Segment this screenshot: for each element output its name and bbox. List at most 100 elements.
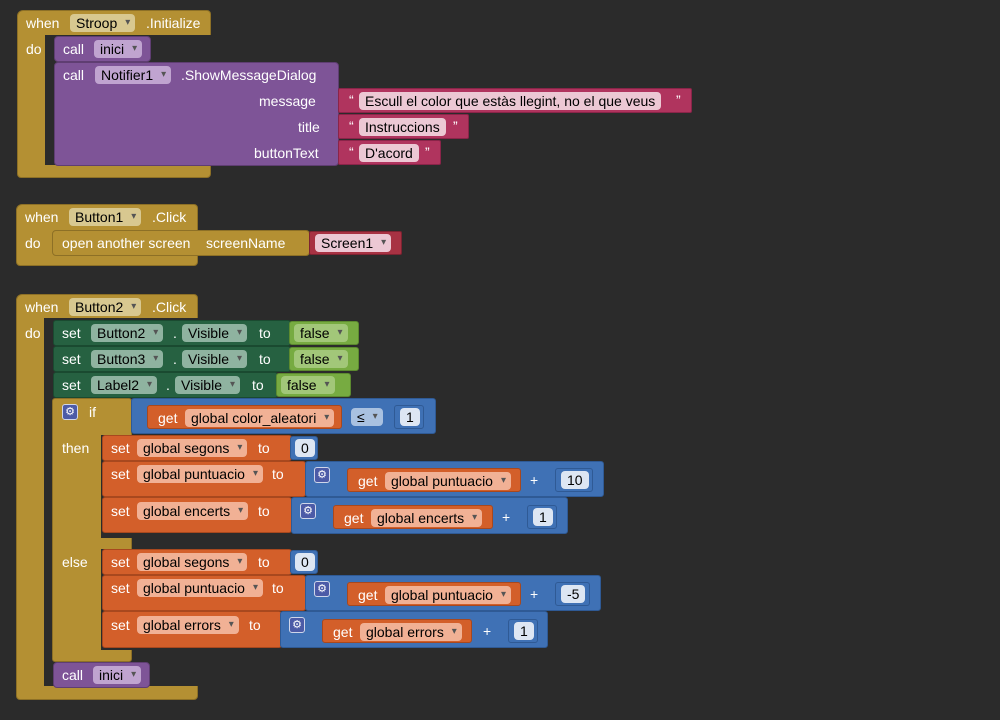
variable-dropdown[interactable]: global puntuacio [137, 579, 263, 597]
screen-dropdown[interactable]: Screen1 [315, 234, 392, 252]
operator-dropdown[interactable]: ≤ [351, 408, 383, 426]
set-global-puntuacio-block[interactable]: set global puntuacio to [102, 575, 306, 611]
variable-dropdown[interactable]: global color_aleatori [185, 409, 335, 427]
call-label: call [63, 67, 85, 83]
open-quote: “ [349, 144, 354, 160]
addition-block[interactable]: ⚙ get global errors + 1 [280, 611, 548, 648]
procedure-dropdown[interactable]: inici [93, 666, 142, 684]
set-global-encerts-block[interactable]: set global encerts to [102, 497, 292, 533]
number-block[interactable]: 1 [394, 405, 424, 429]
property-dropdown[interactable]: Visible [182, 324, 247, 342]
variable-dropdown[interactable]: global errors [360, 623, 462, 641]
get-variable-block[interactable]: get global color_aleatori [147, 405, 342, 429]
arg-title-label: title [298, 119, 320, 135]
get-label: get [158, 410, 178, 426]
boolean-dropdown[interactable]: false [281, 376, 335, 394]
get-variable-block[interactable]: get global puntuacio [347, 468, 521, 492]
gear-icon[interactable]: ⚙ [62, 404, 78, 420]
component-dropdown[interactable]: Button1 [69, 208, 142, 226]
text-block-buttontext[interactable]: “ D'acord ” [338, 140, 441, 165]
call-inici-block[interactable]: call inici [54, 36, 151, 62]
variable-dropdown[interactable]: global encerts [371, 509, 483, 527]
component-dropdown[interactable]: Button3 [91, 350, 164, 368]
addition-block[interactable]: ⚙ get global puntuacio + -5 [305, 575, 601, 611]
set-button2-visible-block[interactable]: set Button2 . Visible to [53, 320, 291, 346]
do-label: do [25, 235, 41, 251]
number-value[interactable]: 0 [295, 439, 315, 457]
dot: . [173, 351, 177, 367]
boolean-dropdown[interactable]: false [294, 324, 348, 342]
get-label: get [344, 510, 364, 526]
set-global-segons-block[interactable]: set global segons to [102, 549, 292, 575]
when-label: when [26, 15, 60, 31]
gear-icon[interactable]: ⚙ [314, 467, 330, 483]
to-label: to [249, 617, 261, 633]
number-value[interactable]: 1 [400, 408, 420, 426]
number-value[interactable]: 0 [295, 553, 315, 571]
then-label: then [62, 440, 90, 456]
open-another-screen-block[interactable]: open another screen screenName [52, 230, 310, 256]
text-block-title[interactable]: “ Instruccions ” [338, 114, 469, 139]
do-label: do [25, 325, 41, 341]
plus-operator: + [530, 586, 539, 602]
property-dropdown[interactable]: Visible [175, 376, 240, 394]
number-block[interactable]: 1 [508, 619, 538, 643]
get-variable-block[interactable]: get global errors [322, 619, 472, 643]
set-label2-visible-block[interactable]: set Label2 . Visible to [53, 372, 278, 398]
number-value[interactable]: -5 [561, 585, 586, 603]
component-dropdown[interactable]: Label2 [91, 376, 158, 394]
logic-false-block[interactable]: false [276, 373, 351, 397]
gear-icon[interactable]: ⚙ [314, 581, 330, 597]
method-name: .ShowMessageDialog [181, 67, 317, 83]
notifier-dropdown[interactable]: Notifier1 [95, 66, 172, 84]
set-global-puntuacio-block[interactable]: set global puntuacio to [102, 461, 306, 497]
set-global-segons-block[interactable]: set global segons to [102, 435, 292, 461]
variable-dropdown[interactable]: global errors [137, 616, 239, 634]
set-button3-visible-block[interactable]: set Button3 . Visible to [53, 346, 291, 372]
variable-dropdown[interactable]: global encerts [137, 502, 249, 520]
addition-block[interactable]: ⚙ get global encerts + 1 [291, 497, 568, 534]
get-variable-block[interactable]: get global puntuacio [347, 582, 521, 606]
variable-dropdown[interactable]: global puntuacio [385, 472, 511, 490]
property-dropdown[interactable]: Visible [182, 350, 247, 368]
call-notifier-block[interactable]: call Notifier1 .ShowMessageDialog messag… [54, 62, 339, 166]
gear-icon[interactable]: ⚙ [289, 617, 305, 633]
text-block-message[interactable]: “ Escull el color que estàs llegint, no … [338, 88, 692, 113]
text-value[interactable]: D'acord [359, 144, 419, 162]
set-label: set [111, 580, 130, 596]
number-block[interactable]: -5 [555, 582, 590, 606]
screen-picker-block[interactable]: Screen1 [309, 231, 402, 255]
dot: . [166, 377, 170, 393]
component-dropdown[interactable]: Button2 [91, 324, 164, 342]
variable-dropdown[interactable]: global segons [137, 553, 248, 571]
call-label: call [62, 667, 84, 683]
logic-false-block[interactable]: false [289, 347, 359, 371]
get-variable-block[interactable]: get global encerts [333, 505, 493, 529]
variable-dropdown[interactable]: global puntuacio [137, 465, 263, 483]
logic-false-block[interactable]: false [289, 321, 359, 345]
plus-operator: + [483, 623, 492, 639]
boolean-dropdown[interactable]: false [294, 350, 348, 368]
number-value[interactable]: 1 [533, 508, 553, 526]
number-block[interactable]: 10 [555, 468, 593, 492]
number-value[interactable]: 10 [561, 471, 589, 489]
text-value[interactable]: Escull el color que estàs llegint, no el… [359, 92, 662, 110]
number-block[interactable]: 1 [527, 505, 557, 529]
compare-block[interactable]: get global color_aleatori ≤ 1 [131, 398, 436, 434]
variable-dropdown[interactable]: global segons [137, 439, 248, 457]
get-label: get [358, 587, 378, 603]
addition-block[interactable]: ⚙ get global puntuacio + 10 [305, 461, 604, 497]
component-dropdown[interactable]: Button2 [69, 298, 142, 316]
number-block[interactable]: 0 [290, 550, 318, 574]
variable-dropdown[interactable]: global puntuacio [385, 586, 511, 604]
set-global-errors-block[interactable]: set global errors to [102, 611, 282, 648]
gear-icon[interactable]: ⚙ [300, 503, 316, 519]
to-label: to [258, 503, 270, 519]
component-dropdown[interactable]: Stroop [70, 14, 136, 32]
procedure-dropdown[interactable]: inici [94, 40, 143, 58]
number-block[interactable]: 0 [290, 436, 318, 460]
get-label: get [333, 624, 353, 640]
text-value[interactable]: Instruccions [359, 118, 446, 136]
call-inici-block[interactable]: call inici [53, 662, 150, 688]
number-value[interactable]: 1 [514, 622, 534, 640]
